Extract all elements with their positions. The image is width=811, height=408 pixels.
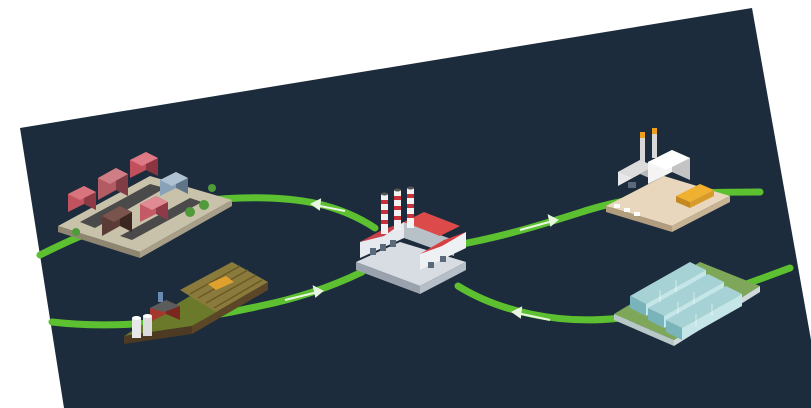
- supply-chain-diagram: [0, 0, 811, 408]
